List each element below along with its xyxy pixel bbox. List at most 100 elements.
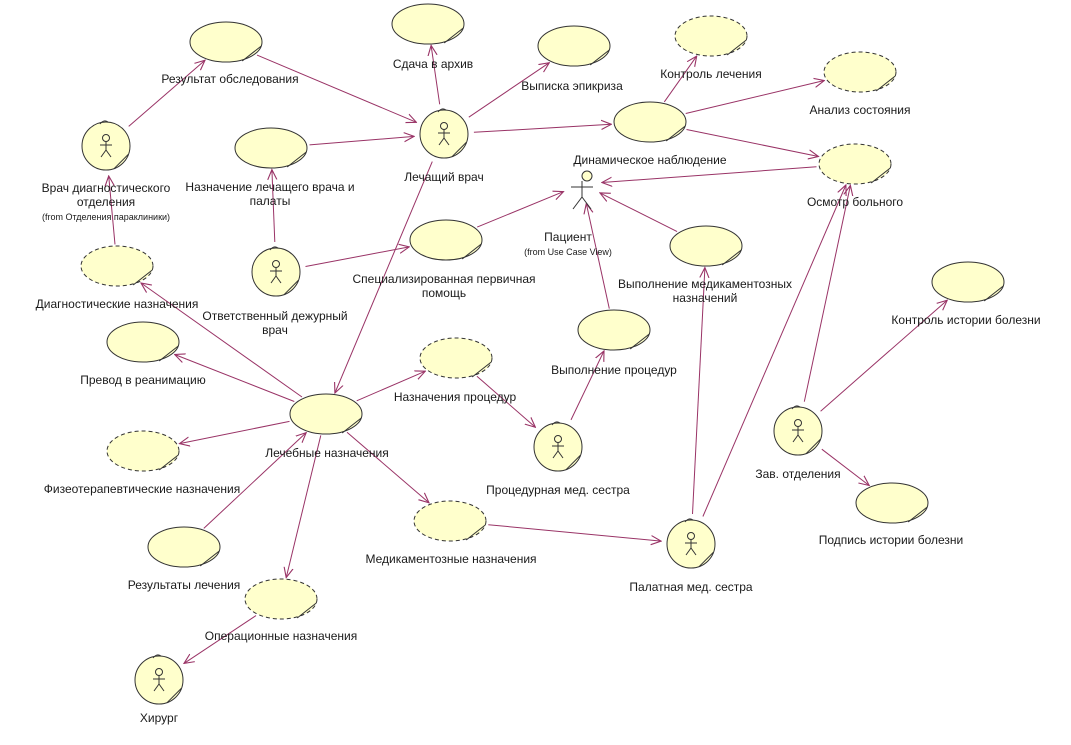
association-treatment-to-proc-assign <box>356 371 426 402</box>
dynamic-corner-mark <box>665 125 686 142</box>
archive-label: Сдача в архив <box>393 57 473 71</box>
duty-doctor-actor <box>251 246 301 297</box>
head-corner-mark <box>806 439 821 454</box>
med-exec-label-text: Выполнение медикаментозных назначений <box>618 277 792 305</box>
head-actor <box>773 405 823 456</box>
result-exam-ellipse <box>189 21 263 63</box>
op-assign-label-text: Операционные назначения <box>204 629 358 643</box>
exam-label-text: Осмотр больного <box>806 195 904 209</box>
diag-doctor-label-text: Врач диагностического отделения <box>41 181 171 209</box>
med-exec-label: Выполнение медикаментозных назначений <box>618 277 792 305</box>
archive-ellipse <box>391 3 465 45</box>
treatment-corner-mark <box>341 417 362 434</box>
diag-doctor-corner-mark <box>114 154 129 169</box>
proc-nurse-label: Процедурная мед. сестра <box>486 483 630 497</box>
results-use-case <box>147 526 221 568</box>
dynamic-ellipse <box>613 101 687 143</box>
result-exam-use-case <box>189 21 263 63</box>
icu-label: Превод в реанимацию <box>80 373 206 387</box>
association-results-to-treatment <box>203 433 306 529</box>
surgeon-corner-mark <box>167 688 182 703</box>
treatment-use-case <box>289 393 363 435</box>
results-ellipse <box>147 526 221 568</box>
op-assign-ellipse <box>244 578 318 620</box>
association-attending-to-dynamic <box>473 124 611 133</box>
diag-assign-use-case <box>80 245 154 287</box>
attending-actor <box>419 108 469 159</box>
treatment-label: Лечебные назначения <box>265 446 389 460</box>
diag-doctor-actor <box>81 120 131 171</box>
ward-nurse-handle-mark <box>684 518 694 523</box>
diag-doctor-label: Врач диагностического отделения (from Отд… <box>42 181 171 223</box>
proc-nurse-left-leg <box>552 450 559 459</box>
surgeon-actor <box>134 654 184 705</box>
med-assign-corner-mark <box>465 524 486 541</box>
association-med-assign-to-ward-nurse <box>488 524 661 541</box>
head-left-leg <box>792 434 799 443</box>
icu-ellipse <box>106 321 180 363</box>
exam-use-case <box>818 143 892 185</box>
icu-use-case <box>106 321 180 363</box>
physio-ellipse <box>106 430 180 472</box>
result-exam-corner-mark <box>241 45 262 62</box>
surgeon-right-leg <box>158 683 165 692</box>
med-assign-label: Медикаментозные назначения <box>365 552 536 566</box>
head-handle-mark <box>791 405 801 410</box>
patient-label: Пациент(from Use Case View) <box>524 230 612 258</box>
specialized-label: Специализированная первичная помощь <box>353 272 536 300</box>
patient-right-leg <box>581 196 592 210</box>
assign-doctor-ellipse <box>234 127 308 169</box>
analysis-label: Анализ состояния <box>809 103 910 117</box>
association-result-exam-to-attending <box>256 54 416 122</box>
proc-exec-corner-mark <box>629 333 650 350</box>
specialized-label-text: Специализированная первичная помощь <box>352 272 536 300</box>
history-ctrl-label-text: Контроль истории болезни <box>891 313 1041 327</box>
nodes <box>80 3 1005 705</box>
med-exec-ellipse <box>669 225 743 267</box>
surgeon-label: Хирург <box>140 711 178 725</box>
specialized-ellipse <box>409 219 483 261</box>
duty-doctor-right-leg <box>275 275 282 284</box>
diag-doctor-right-leg <box>105 149 112 158</box>
result-exam-label: Результат обследования <box>161 72 298 86</box>
icu-label-text: Превод в реанимацию <box>80 373 206 387</box>
proc-exec-ellipse <box>577 309 651 351</box>
archive-corner-mark <box>443 27 464 44</box>
ward-nurse-left-leg <box>685 547 692 556</box>
assign-doctor-label-text: Назначение лечащего врача и палаты <box>185 180 355 208</box>
control-corner-mark <box>726 39 747 56</box>
results-label-text: Результаты лечения <box>127 578 241 592</box>
diag-doctor-source-note: (from Отделения параклиники) <box>41 212 171 222</box>
diag-assign-label-text: Диагностические назначения <box>35 297 199 311</box>
association-treatment-to-op-assign <box>286 435 322 577</box>
proc-exec-label: Выполнение процедур <box>551 363 677 377</box>
med-assign-use-case <box>413 500 487 542</box>
association-ward-nurse-to-med-exec <box>692 268 705 515</box>
attending-left-leg <box>438 137 445 146</box>
proc-nurse-right-leg <box>557 450 564 459</box>
diag-assign-ellipse <box>80 245 154 287</box>
exam-ellipse <box>818 143 892 185</box>
duty-doctor-label: Ответственный дежурный врач <box>202 309 347 337</box>
association-exam-to-patient <box>602 166 817 183</box>
physio-corner-mark <box>158 454 179 471</box>
dynamic-use-case <box>613 101 687 143</box>
duty-doctor-left-leg <box>270 275 277 284</box>
association-treatment-to-med-assign <box>346 431 429 503</box>
association-head-to-history-sign <box>821 448 869 485</box>
proc-nurse-actor <box>533 421 583 472</box>
attending-label: Лечащий врач <box>404 170 483 184</box>
surgeon-label-text: Хирург <box>139 711 179 725</box>
icu-corner-mark <box>158 345 179 362</box>
association-diag-assign-to-diag-doctor <box>109 176 116 245</box>
result-exam-label-text: Результат обследования <box>161 72 299 86</box>
history-ctrl-use-case <box>931 261 1005 303</box>
association-attending-to-treatment <box>335 161 433 393</box>
attending-corner-mark <box>452 142 467 157</box>
history-sign-ellipse <box>855 482 929 524</box>
association-proc-assign-to-proc-nurse <box>476 375 536 427</box>
op-assign-use-case <box>244 578 318 620</box>
proc-exec-use-case <box>577 309 651 351</box>
